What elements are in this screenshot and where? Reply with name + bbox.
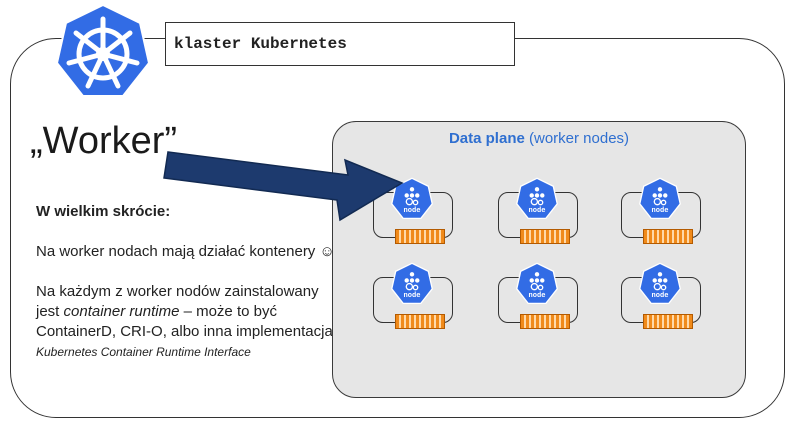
data-plane-panel: Data plane (worker nodes) node node <box>332 121 746 398</box>
kubernetes-helm-icon <box>55 3 151 97</box>
node-label: node <box>652 292 669 300</box>
page-title: „Worker” <box>30 120 178 162</box>
node-label: node <box>652 207 669 215</box>
container-icon <box>643 314 693 329</box>
node-label: node <box>529 292 546 300</box>
worker-node-5: node <box>488 262 578 334</box>
notes-panel: W wielkim skrócie: Na worker nodach mają… <box>36 202 336 382</box>
notes-p2-part2: – może to być ContainerD, CRI-O, albo in… <box>36 303 333 340</box>
kubernetes-node-icon: node <box>639 177 681 220</box>
container-icon <box>395 314 445 329</box>
data-plane-title-rest: (worker nodes) <box>524 130 630 147</box>
notes-p2-small: Kubernetes Container Runtime Interface <box>36 345 251 359</box>
cluster-label: klaster Kubernetes <box>165 22 515 66</box>
container-icon <box>520 314 570 329</box>
worker-node-1: node <box>363 177 453 249</box>
kubernetes-node-icon: node <box>516 177 558 220</box>
kubernetes-node-icon: node <box>391 262 433 305</box>
worker-node-4: node <box>363 262 453 334</box>
notes-paragraph-1: Na worker nodach mają działać kontenery … <box>36 243 335 260</box>
container-icon <box>395 229 445 244</box>
data-plane-title-bold: Data plane <box>448 130 525 147</box>
data-plane-title: Data plane (worker nodes) <box>333 130 745 147</box>
worker-node-6: node <box>611 262 701 334</box>
worker-node-3: node <box>611 177 701 249</box>
notes-p2-part1: Na każdym z worker nodów zainstalowany j… <box>36 283 319 320</box>
notes-p2-italic: container runtime <box>63 303 180 320</box>
container-icon <box>643 229 693 244</box>
notes-paragraph-2: Na każdym z worker nodów zainstalowany j… <box>36 282 336 362</box>
kubernetes-node-icon: node <box>391 177 433 220</box>
node-label: node <box>404 207 421 215</box>
notes-heading: W wielkim skrócie: <box>36 203 171 220</box>
node-label: node <box>404 292 421 300</box>
node-label: node <box>529 207 546 215</box>
worker-node-2: node <box>488 177 578 249</box>
kubernetes-node-icon: node <box>639 262 681 305</box>
kubernetes-node-icon: node <box>516 262 558 305</box>
container-icon <box>520 229 570 244</box>
